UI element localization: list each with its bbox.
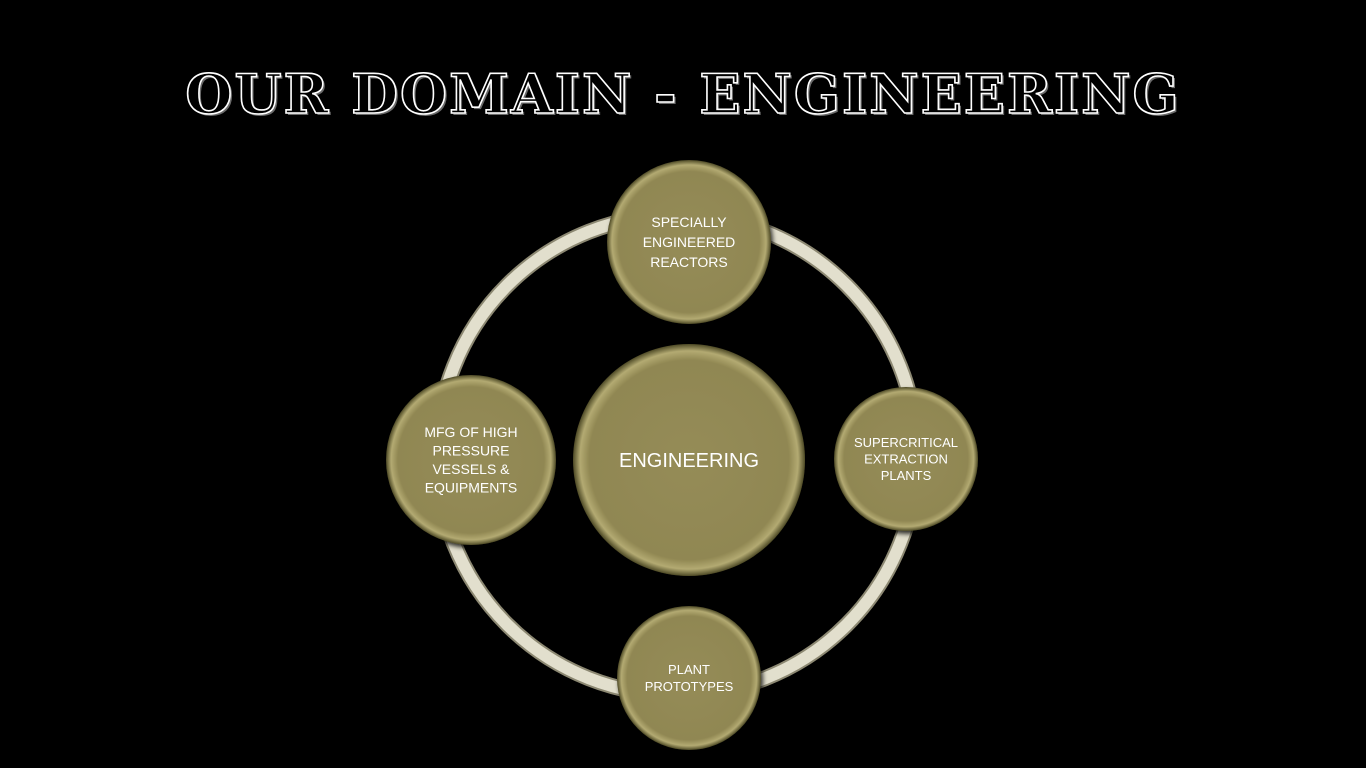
- node-label-line: PLANTS: [881, 468, 932, 483]
- node-label-line: PRESSURE: [432, 443, 509, 459]
- node-label-line: ENGINEERING: [619, 450, 759, 472]
- node-label-line: SPECIALLY: [651, 214, 727, 230]
- node-label-line: PROTOTYPES: [645, 679, 734, 694]
- node-label-line: SUPERCRITICAL: [854, 435, 958, 450]
- slide-title: OUR DOMAIN - ENGINEERING: [185, 61, 1181, 127]
- node-label-line: VESSELS &: [432, 461, 510, 477]
- node-label-line: MFG OF HIGH: [424, 424, 517, 440]
- satellite-node-prototypes: PLANT PROTOTYPES: [617, 606, 761, 750]
- satellite-label-pressure-vessels: MFG OF HIGH PRESSURE VESSELS & EQUIPMENTS: [424, 424, 517, 496]
- satellite-node-reactors: SPECIALLY ENGINEERED REACTORS: [607, 160, 771, 324]
- satellite-node-pressure-vessels: MFG OF HIGH PRESSURE VESSELS & EQUIPMENTS: [386, 375, 556, 545]
- node-label-line: ENGINEERED: [643, 234, 736, 250]
- satellite-label-prototypes: PLANT PROTOTYPES: [645, 662, 734, 694]
- node-label-line: EQUIPMENTS: [425, 480, 518, 496]
- satellite-label-reactors: SPECIALLY ENGINEERED REACTORS: [643, 214, 736, 270]
- center-node: ENGINEERING: [573, 344, 805, 576]
- node-label-line: EXTRACTION: [864, 452, 948, 467]
- center-node-label: ENGINEERING: [619, 450, 759, 472]
- node-label-line: PLANT: [668, 662, 710, 677]
- node-label-line: REACTORS: [650, 254, 728, 270]
